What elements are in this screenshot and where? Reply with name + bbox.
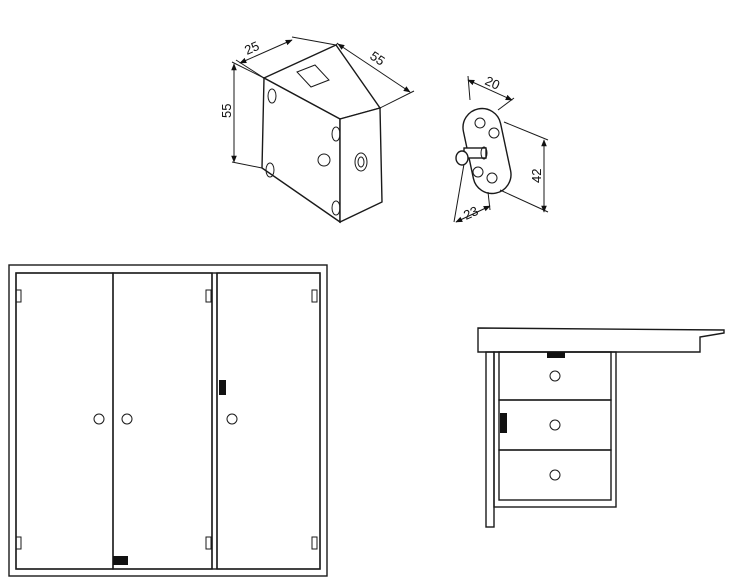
- cabinet-door-middle: [112, 272, 213, 570]
- desk-top: [477, 327, 725, 353]
- lock-box-side-hole-icon: [354, 152, 368, 172]
- strike-plate-height-label: 42: [529, 169, 544, 183]
- door-knob-icon: [93, 413, 105, 425]
- lock-box-hole-icon: [267, 88, 277, 104]
- dim-line-box-width: [337, 43, 411, 93]
- drawer-knob-icon: [549, 469, 561, 481]
- drawer-1: [498, 351, 612, 401]
- lock-mark: [219, 380, 226, 395]
- lock-box-hole-icon: [331, 200, 341, 216]
- cabinet-door-left: [15, 272, 114, 570]
- strike-plate-depth-label: 20: [483, 73, 502, 93]
- cabinet-door-right: [216, 272, 321, 570]
- drawer-3: [498, 449, 612, 501]
- lock-box-hole-icon: [331, 126, 341, 142]
- hinge-icon: [311, 289, 318, 303]
- door-knob-icon: [226, 413, 238, 425]
- lock-box-hole-icon: [265, 162, 275, 178]
- drawer-2: [498, 399, 612, 451]
- cabinet-front-view: [8, 264, 328, 577]
- drawer-knob-icon: [549, 370, 561, 382]
- lock-box-side-hole-inner-icon: [357, 156, 365, 168]
- hinge-icon: [15, 289, 22, 303]
- drawer-knob-icon: [549, 419, 561, 431]
- strike-plate-hole-icon: [474, 117, 486, 129]
- desk-side-view: [477, 327, 725, 528]
- strike-plate: 20 42 23: [453, 73, 549, 223]
- lock-box-depth-label: 25: [242, 38, 261, 58]
- strike-plate-pin-head: [455, 150, 469, 166]
- dim-line-plate-width: [455, 205, 491, 223]
- strike-plate-hole-icon: [472, 166, 484, 178]
- hinge-icon: [205, 536, 212, 550]
- lock-box-key-slot: [296, 64, 330, 88]
- cabinet-outer-frame: [8, 264, 328, 577]
- door-knob-icon: [121, 413, 133, 425]
- lock-box-width-label: 55: [367, 48, 387, 69]
- strike-plate-hole-icon: [488, 127, 500, 139]
- desk-leg: [485, 351, 495, 528]
- lock-box-height-label: 55: [219, 104, 234, 118]
- strike-plate-width-label: 23: [461, 203, 480, 223]
- strike-plate-hole-icon: [486, 172, 498, 184]
- hinge-icon: [15, 536, 22, 550]
- lock-mark: [547, 352, 565, 358]
- lock-box: 25 55 55: [219, 36, 415, 224]
- dim-line-box-depth: [239, 39, 293, 64]
- cabinet-inner-frame: [15, 272, 321, 570]
- lock-mark: [500, 413, 507, 433]
- lock-box-side-face: [339, 107, 383, 224]
- lock-box-center-hole-icon: [317, 153, 331, 167]
- hinge-icon: [311, 536, 318, 550]
- hinge-icon: [205, 289, 212, 303]
- lock-mark: [113, 556, 128, 565]
- dim-line-plate-depth: [467, 79, 513, 101]
